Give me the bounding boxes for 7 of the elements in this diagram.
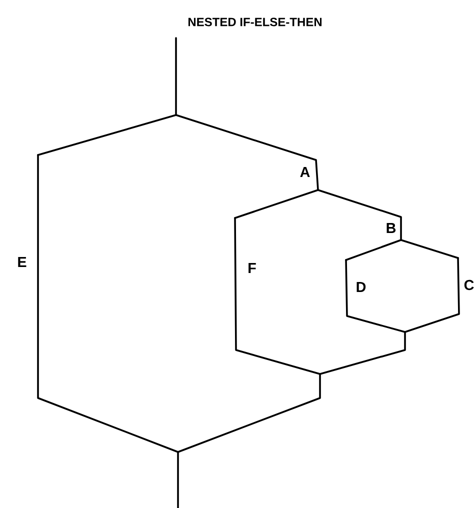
branch-label: C — [464, 280, 474, 290]
branch-label: B — [386, 223, 396, 233]
branch-label: F — [248, 263, 256, 273]
branch-label: D — [356, 282, 366, 292]
branch-label: E — [18, 257, 26, 267]
branch-label: A — [300, 167, 310, 177]
title: NESTED IF-ELSE-THEN — [188, 18, 322, 26]
